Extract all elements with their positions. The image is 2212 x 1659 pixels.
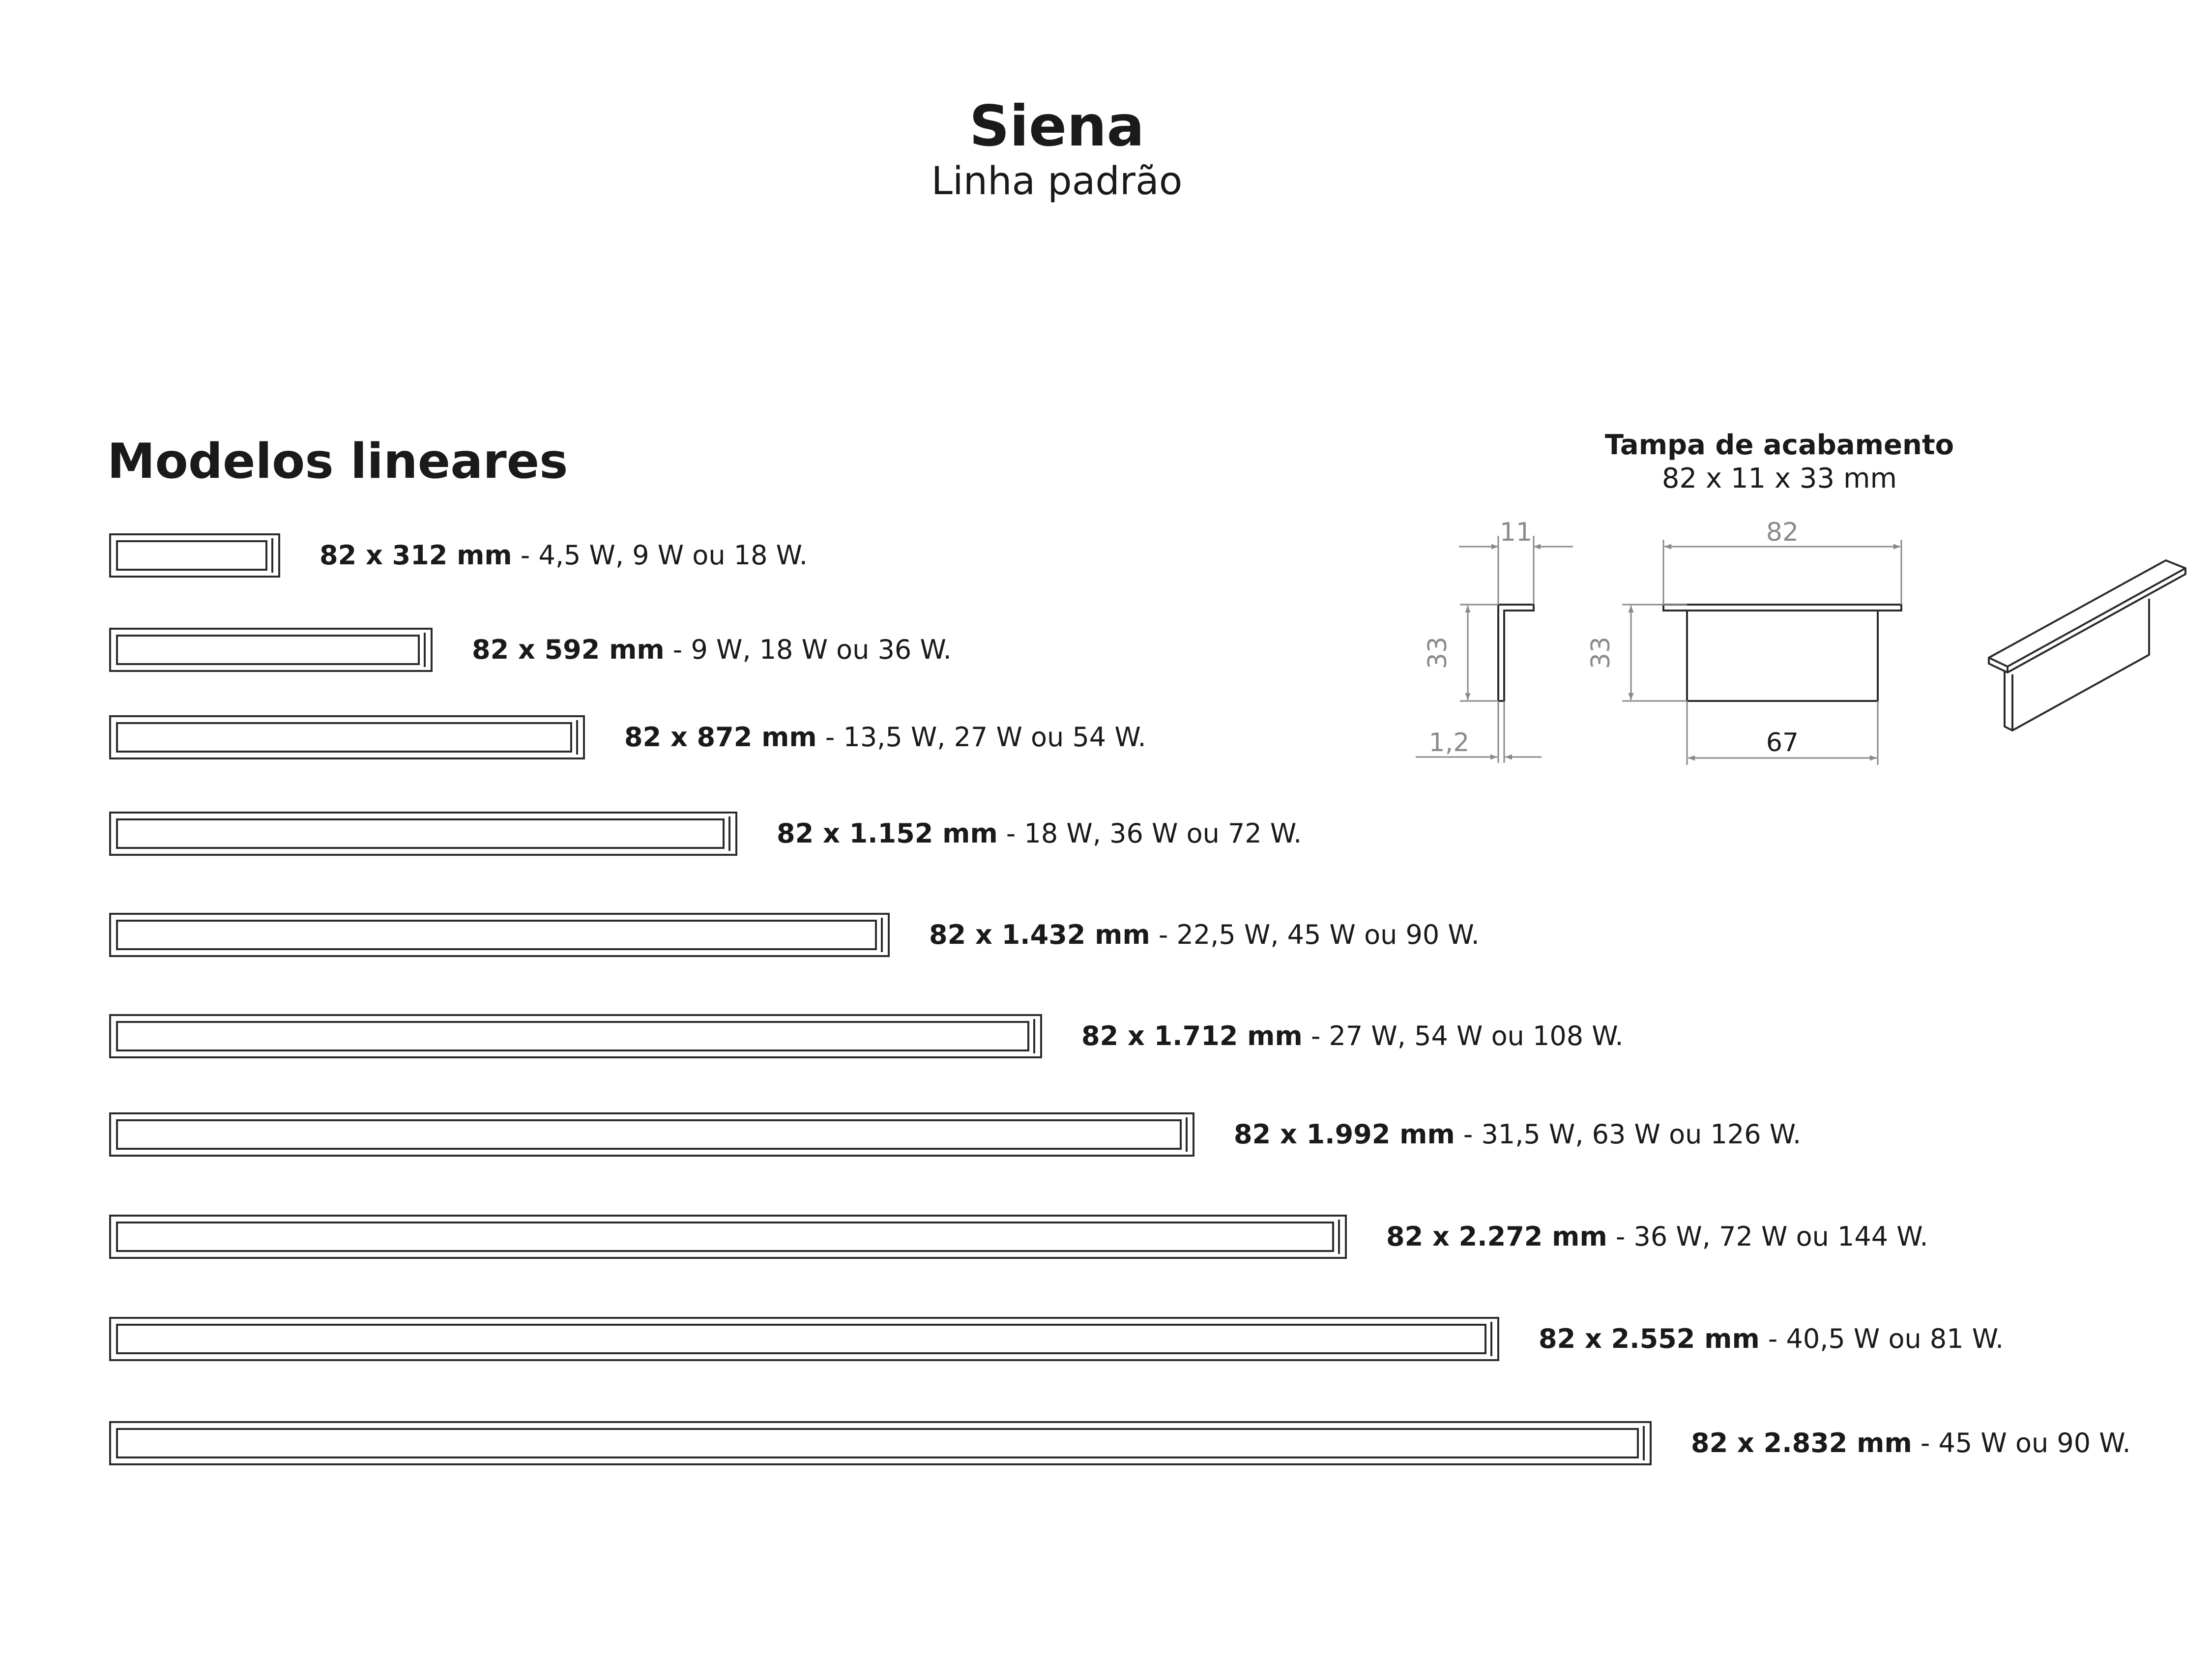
bar-end-cap (881, 918, 883, 952)
front-top-width-label: 82 (1766, 518, 1799, 547)
section-title: Modelos lineares (107, 434, 568, 490)
bar-inner-frame (116, 1119, 1182, 1150)
model-label: 82 x 1.712 mm - 27 W, 54 W ou 108 W. (1081, 1014, 1624, 1058)
model-size: 82 x 312 mm (320, 540, 512, 571)
model-size: 82 x 1.992 mm (1234, 1119, 1455, 1150)
bar-end-cap (424, 633, 426, 667)
linear-luminaire-bar (109, 812, 737, 856)
linear-luminaire-bar (109, 628, 433, 672)
model-size: 82 x 1.152 mm (777, 818, 998, 849)
model-label: 82 x 592 mm - 9 W, 18 W ou 36 W. (472, 628, 952, 672)
tampa-dimensions: 82 x 11 x 33 mm (1661, 463, 1897, 495)
model-label: 82 x 1.432 mm - 22,5 W, 45 W ou 90 W. (929, 913, 1480, 957)
model-power-options: - 22,5 W, 45 W ou 90 W. (1150, 919, 1480, 950)
model-power-options: - 31,5 W, 63 W ou 126 W. (1455, 1119, 1802, 1150)
linear-luminaire-bar (109, 1215, 1347, 1259)
bar-inner-frame (116, 1021, 1029, 1051)
tampa-front-view: 82 33 67 (1586, 518, 1902, 765)
linear-luminaire-bar (109, 1112, 1194, 1157)
bar-end-cap (1033, 1019, 1035, 1053)
bar-end-cap (1186, 1117, 1188, 1152)
bar-end-cap (1338, 1220, 1340, 1254)
linear-luminaire-bar (109, 715, 585, 759)
model-label: 82 x 872 mm - 13,5 W, 27 W ou 54 W. (624, 715, 1146, 759)
model-power-options: - 27 W, 54 W ou 108 W. (1302, 1020, 1624, 1051)
model-label: 82 x 2.272 mm - 36 W, 72 W ou 144 W. (1386, 1215, 1928, 1259)
bar-inner-frame (116, 1324, 1486, 1354)
linear-luminaire-bar (109, 1317, 1499, 1361)
page-subtitle: Linha padrão (931, 159, 1183, 204)
model-label: 82 x 2.552 mm - 40,5 W ou 81 W. (1539, 1317, 2004, 1361)
linear-luminaire-bar (109, 913, 890, 957)
bar-end-cap (1490, 1322, 1492, 1356)
model-size: 82 x 872 mm (624, 722, 817, 753)
model-size: 82 x 1.712 mm (1081, 1020, 1303, 1051)
model-size: 82 x 2.272 mm (1386, 1221, 1607, 1252)
bar-inner-frame (116, 1428, 1639, 1458)
bar-inner-frame (116, 920, 877, 950)
model-power-options: - 4,5 W, 9 W ou 18 W. (512, 540, 808, 571)
model-power-options: - 45 W ou 90 W. (1912, 1427, 2131, 1458)
bar-end-cap (271, 538, 273, 573)
side-thickness-label: 1,2 (1429, 728, 1470, 757)
model-size: 82 x 2.832 mm (1691, 1427, 1912, 1458)
model-label: 82 x 312 mm - 4,5 W, 9 W ou 18 W. (320, 533, 808, 578)
linear-luminaire-bar (109, 533, 280, 578)
side-height-label: 33 (1423, 637, 1453, 669)
bar-inner-frame (116, 635, 420, 665)
front-body (1686, 610, 1879, 702)
bar-inner-frame (116, 540, 267, 571)
bar-end-cap (1643, 1426, 1645, 1460)
bar-inner-frame (116, 1222, 1334, 1252)
bar-end-cap (728, 816, 730, 851)
tampa-title: Tampa de acabamento (1604, 429, 1954, 461)
model-label: 82 x 1.152 mm - 18 W, 36 W ou 72 W. (777, 812, 1302, 856)
model-power-options: - 9 W, 18 W ou 36 W. (664, 634, 952, 665)
bar-inner-frame (116, 818, 725, 849)
front-bottom-width-label: 67 (1766, 728, 1799, 757)
front-height-label: 33 (1586, 637, 1616, 669)
model-label: 82 x 1.992 mm - 31,5 W, 63 W ou 126 W. (1234, 1112, 1801, 1157)
tampa-isometric-view (1988, 559, 2186, 731)
model-size: 82 x 592 mm (472, 634, 665, 665)
side-width-label: 11 (1500, 518, 1532, 547)
page-title: Siena (969, 93, 1145, 159)
linear-luminaire-bar (109, 1014, 1042, 1058)
model-power-options: - 36 W, 72 W ou 144 W. (1607, 1221, 1928, 1252)
tampa-side-view: 11 33 1,2 (1416, 518, 1573, 763)
model-size: 82 x 2.552 mm (1539, 1323, 1760, 1354)
bar-end-cap (576, 720, 578, 755)
side-profile-shape (1497, 604, 1535, 702)
model-size: 82 x 1.432 mm (929, 919, 1150, 950)
model-power-options: - 18 W, 36 W ou 72 W. (997, 818, 1302, 849)
model-power-options: - 40,5 W ou 81 W. (1759, 1323, 2004, 1354)
bar-inner-frame (116, 722, 572, 753)
model-label: 82 x 2.832 mm - 45 W ou 90 W. (1691, 1421, 2131, 1465)
model-power-options: - 13,5 W, 27 W ou 54 W. (816, 722, 1146, 753)
linear-luminaire-bar (109, 1421, 1652, 1465)
